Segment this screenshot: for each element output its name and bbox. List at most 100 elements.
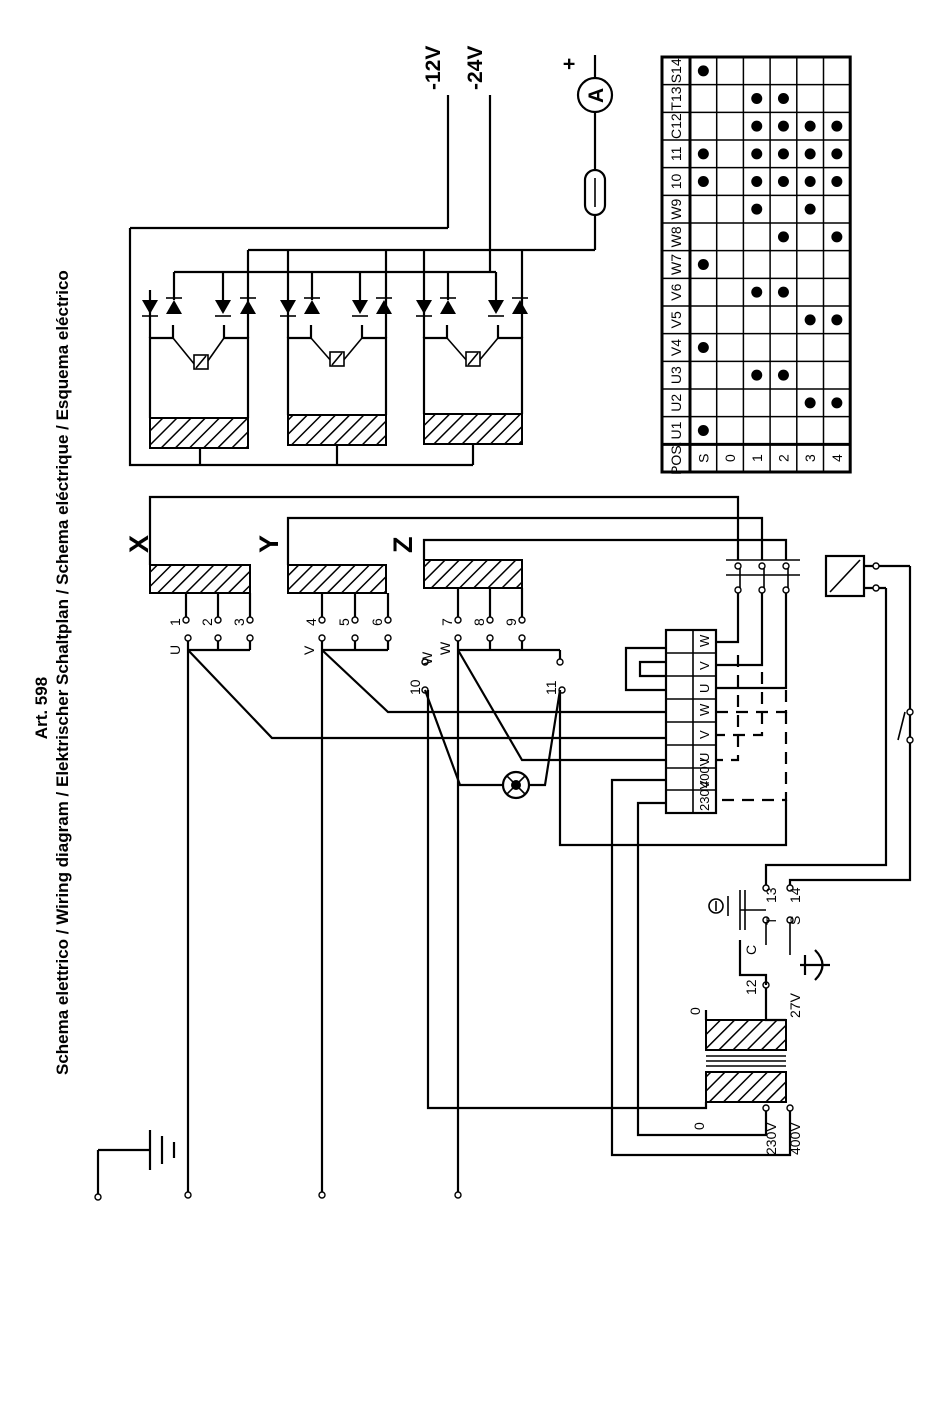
table-dot — [778, 176, 789, 187]
coil-terminal-8: 8 — [471, 618, 487, 626]
table-header-u1: U1 — [668, 421, 684, 439]
table-header-u3: U3 — [668, 366, 684, 384]
contact-label-12: 12 — [743, 979, 759, 995]
table-row-pos-s: S — [695, 453, 711, 462]
table-header-11: 11 — [668, 146, 684, 161]
table-header-10: 10 — [668, 174, 684, 190]
transformer-secondary-27v: 27V — [787, 992, 803, 1018]
gear-icon — [709, 896, 728, 916]
table-dot — [805, 176, 816, 187]
switch-label-v2: V — [697, 730, 712, 739]
table-header-c12: C12 — [668, 113, 684, 139]
table-header-u2: U2 — [668, 394, 684, 412]
supply-lines — [185, 650, 461, 1198]
table-header-v4: V4 — [668, 339, 684, 356]
coil-terminal-9: 9 — [503, 618, 519, 626]
contact-label-s: S — [787, 916, 803, 925]
table-row-pos-4: 4 — [829, 454, 845, 462]
contact-label-14: 14 — [787, 887, 803, 903]
table-dot — [778, 370, 789, 381]
table-dot — [698, 425, 709, 436]
table-dot — [778, 231, 789, 242]
table-dot — [751, 370, 762, 381]
transformer-secondary-0: 0 — [687, 1007, 703, 1015]
coil-terminal-5: 5 — [336, 618, 352, 626]
ammeter-plus: + — [558, 58, 581, 70]
switch-label-230v: 230V — [697, 780, 712, 811]
phase-label-w: W — [437, 641, 453, 655]
coil-x — [150, 565, 253, 623]
table-header-t13: T13 — [668, 86, 684, 110]
table-row-pos-2: 2 — [775, 454, 791, 462]
table-dot — [831, 397, 842, 408]
transformer-primary-0: 0 — [691, 1122, 707, 1130]
contact-label-c: C — [743, 945, 759, 955]
table-dot — [698, 259, 709, 270]
coil-label-z: Z — [388, 537, 418, 554]
table-dot — [805, 314, 816, 325]
coil-z — [424, 560, 525, 623]
table-dot — [805, 121, 816, 132]
switch-label-v1: V — [697, 661, 712, 670]
voltage-label-24v: -24V — [464, 46, 487, 90]
fuse-icon — [585, 170, 605, 215]
table-dot — [751, 121, 762, 132]
contactor — [726, 560, 800, 593]
table-dot — [698, 65, 709, 76]
table-header-w8: W8 — [668, 226, 684, 247]
ammeter-label: A — [585, 88, 608, 103]
table-dot — [751, 287, 762, 298]
phase-label-w2: W — [419, 651, 435, 665]
transformer-primary-400v: 400V — [787, 1122, 803, 1155]
table-row-pos-1: 1 — [749, 454, 765, 462]
table-dot — [751, 204, 762, 215]
table-dot — [698, 342, 709, 353]
table-header-w7: W7 — [668, 254, 684, 275]
earth-symbol — [95, 1130, 174, 1200]
coil-terminal-4: 4 — [303, 618, 319, 626]
table-dot — [805, 397, 816, 408]
table-header-pos: POS. — [668, 441, 684, 474]
coil-terminal-3: 3 — [231, 618, 247, 626]
coil-terminal-2: 2 — [199, 618, 215, 626]
indicator-lamp-icon — [503, 772, 529, 798]
ground-pedal-icon — [800, 950, 830, 980]
table-row-pos-3: 3 — [802, 454, 818, 462]
table-dot — [751, 93, 762, 104]
table-row-pos-0: 0 — [722, 454, 738, 462]
ammeter-icon: A — [578, 78, 612, 112]
table-dot — [778, 121, 789, 132]
article-title: Art. 598 — [32, 677, 51, 739]
transformer-primary-230v: 230V — [763, 1122, 779, 1155]
table-dot — [831, 314, 842, 325]
table-dot — [751, 176, 762, 187]
table-dot — [698, 148, 709, 159]
relay-coil-icon — [766, 556, 910, 885]
contact-label-13: 13 — [763, 887, 779, 903]
coil-return-wires — [150, 497, 786, 565]
contact-label-t: T — [763, 916, 779, 925]
table-header-w9: W9 — [668, 198, 684, 219]
terminal-11: 11 — [543, 680, 559, 695]
coil-label-y: Y — [254, 535, 284, 553]
table-dot — [778, 148, 789, 159]
transformer — [428, 690, 793, 1111]
rectifier-blocks — [130, 228, 595, 465]
voltage-label-12v: -12V — [422, 46, 445, 90]
table-dot — [831, 176, 842, 187]
table-dot — [778, 93, 789, 104]
coil-terminal-6: 6 — [369, 618, 385, 626]
table-dot — [805, 148, 816, 159]
table-header-v6: V6 — [668, 283, 684, 300]
coil-terminal-1: 1 — [167, 618, 183, 626]
table-dot — [805, 204, 816, 215]
switch-label-w1: W — [697, 634, 712, 647]
table-dot — [778, 287, 789, 298]
phase-bus-v — [319, 635, 391, 650]
mechanical-links — [716, 655, 786, 800]
phase-bus-u — [185, 635, 253, 650]
diagram-subtitle: Schema elettrico / Wiring diagram / Elek… — [53, 270, 72, 1075]
table-dot — [831, 121, 842, 132]
table-dot — [831, 231, 842, 242]
